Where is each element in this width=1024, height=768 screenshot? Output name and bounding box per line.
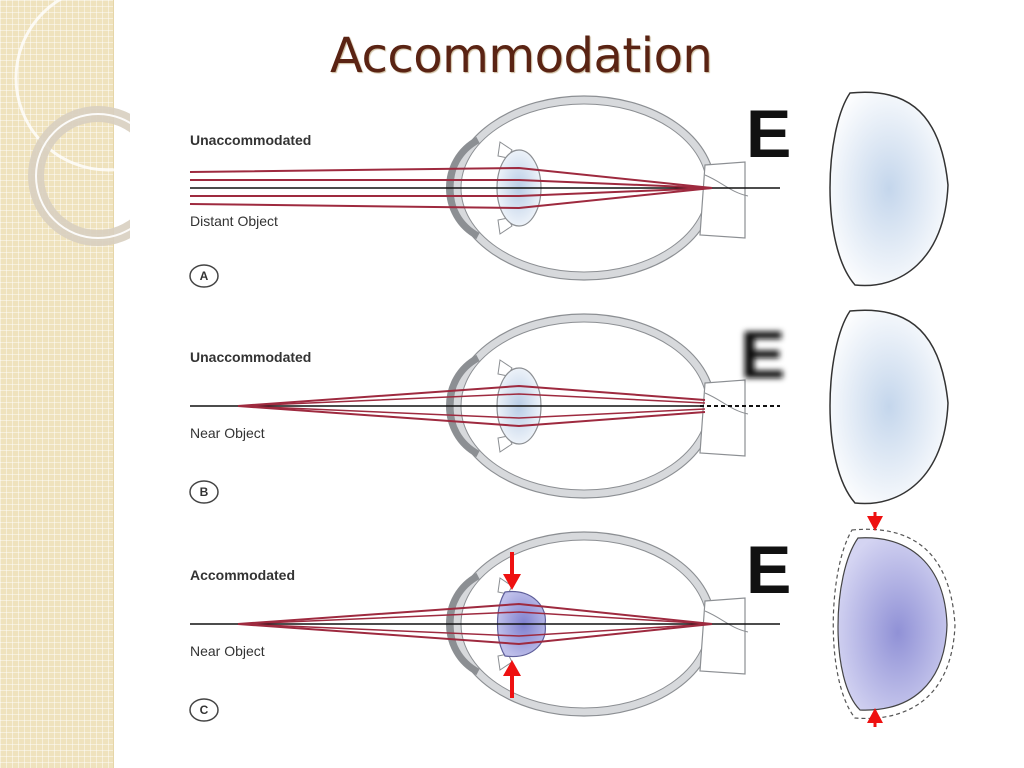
panel-c-badge: C: [189, 698, 219, 722]
panel-b-badge: B: [189, 480, 219, 504]
panel-a-state-label: Unaccommodated: [190, 132, 311, 148]
svg-text:A: A: [200, 269, 209, 283]
slide-title: Accommodation: [330, 28, 713, 84]
panel-a-lens-shape: [829, 91, 949, 287]
svg-text:C: C: [200, 703, 209, 717]
panel-b-lens-shape: [829, 309, 949, 505]
panel-b-rays: [190, 384, 780, 428]
panel-c-state-label: Accommodated: [190, 567, 295, 583]
panel-a: Unaccommodated Distant Object A: [189, 91, 949, 288]
panel-a-rays: [189, 166, 780, 210]
panel-a-object-label: Distant Object: [190, 213, 278, 229]
panel-c-lens-shape: [832, 512, 956, 727]
panel-c-lens-arrows: [503, 552, 521, 698]
panel-b-state-label: Unaccommodated: [190, 349, 311, 365]
panel-a-eye-chart-letter: E: [746, 96, 791, 172]
panel-c-object-label: Near Object: [190, 643, 265, 659]
panel-c-rays: [190, 602, 780, 646]
panel-b-object-label: Near Object: [190, 425, 265, 441]
panel-b-blurred-chart-letter: E: [740, 317, 785, 393]
panel-c: Accommodated Near Object C: [189, 512, 956, 727]
panel-b: Unaccommodated Near Object B E: [189, 309, 949, 505]
panel-c-eye-chart-letter: E: [746, 532, 791, 608]
svg-text:B: B: [200, 485, 209, 499]
decorative-rings: [14, 0, 130, 246]
panel-a-badge: A: [189, 264, 219, 288]
